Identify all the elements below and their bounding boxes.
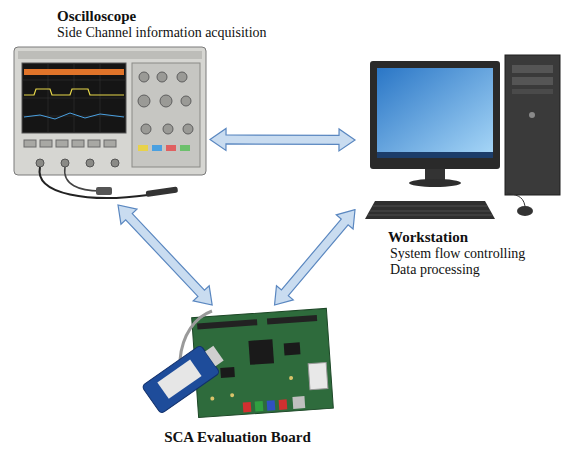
double-arrow bbox=[118, 205, 212, 305]
picture-node: WorkstationSystem flow controllingData p… bbox=[355, 55, 570, 225]
double-arrow bbox=[210, 128, 355, 150]
node-description: Side Channel information acquisition bbox=[57, 25, 267, 41]
picture-node: SCA Evaluation Board bbox=[140, 305, 335, 422]
caption-block: SCA Evaluation Board bbox=[164, 429, 311, 446]
picture-node: OscilloscopeSide Channel information acq… bbox=[10, 45, 210, 205]
workstation-picture bbox=[365, 55, 560, 219]
node-heading: Oscilloscope bbox=[57, 8, 267, 25]
caption-block: WorkstationSystem flow controllingData p… bbox=[388, 229, 525, 278]
node-heading: Workstation bbox=[388, 229, 525, 246]
node-description: Data processing bbox=[388, 262, 525, 278]
oscilloscope-picture bbox=[14, 47, 206, 198]
node-description: System flow controlling bbox=[388, 246, 525, 262]
caption-block: OscilloscopeSide Channel information acq… bbox=[57, 8, 267, 41]
evaluation-board-picture bbox=[142, 308, 334, 417]
double-arrow bbox=[275, 210, 355, 305]
node-heading: SCA Evaluation Board bbox=[164, 429, 311, 446]
